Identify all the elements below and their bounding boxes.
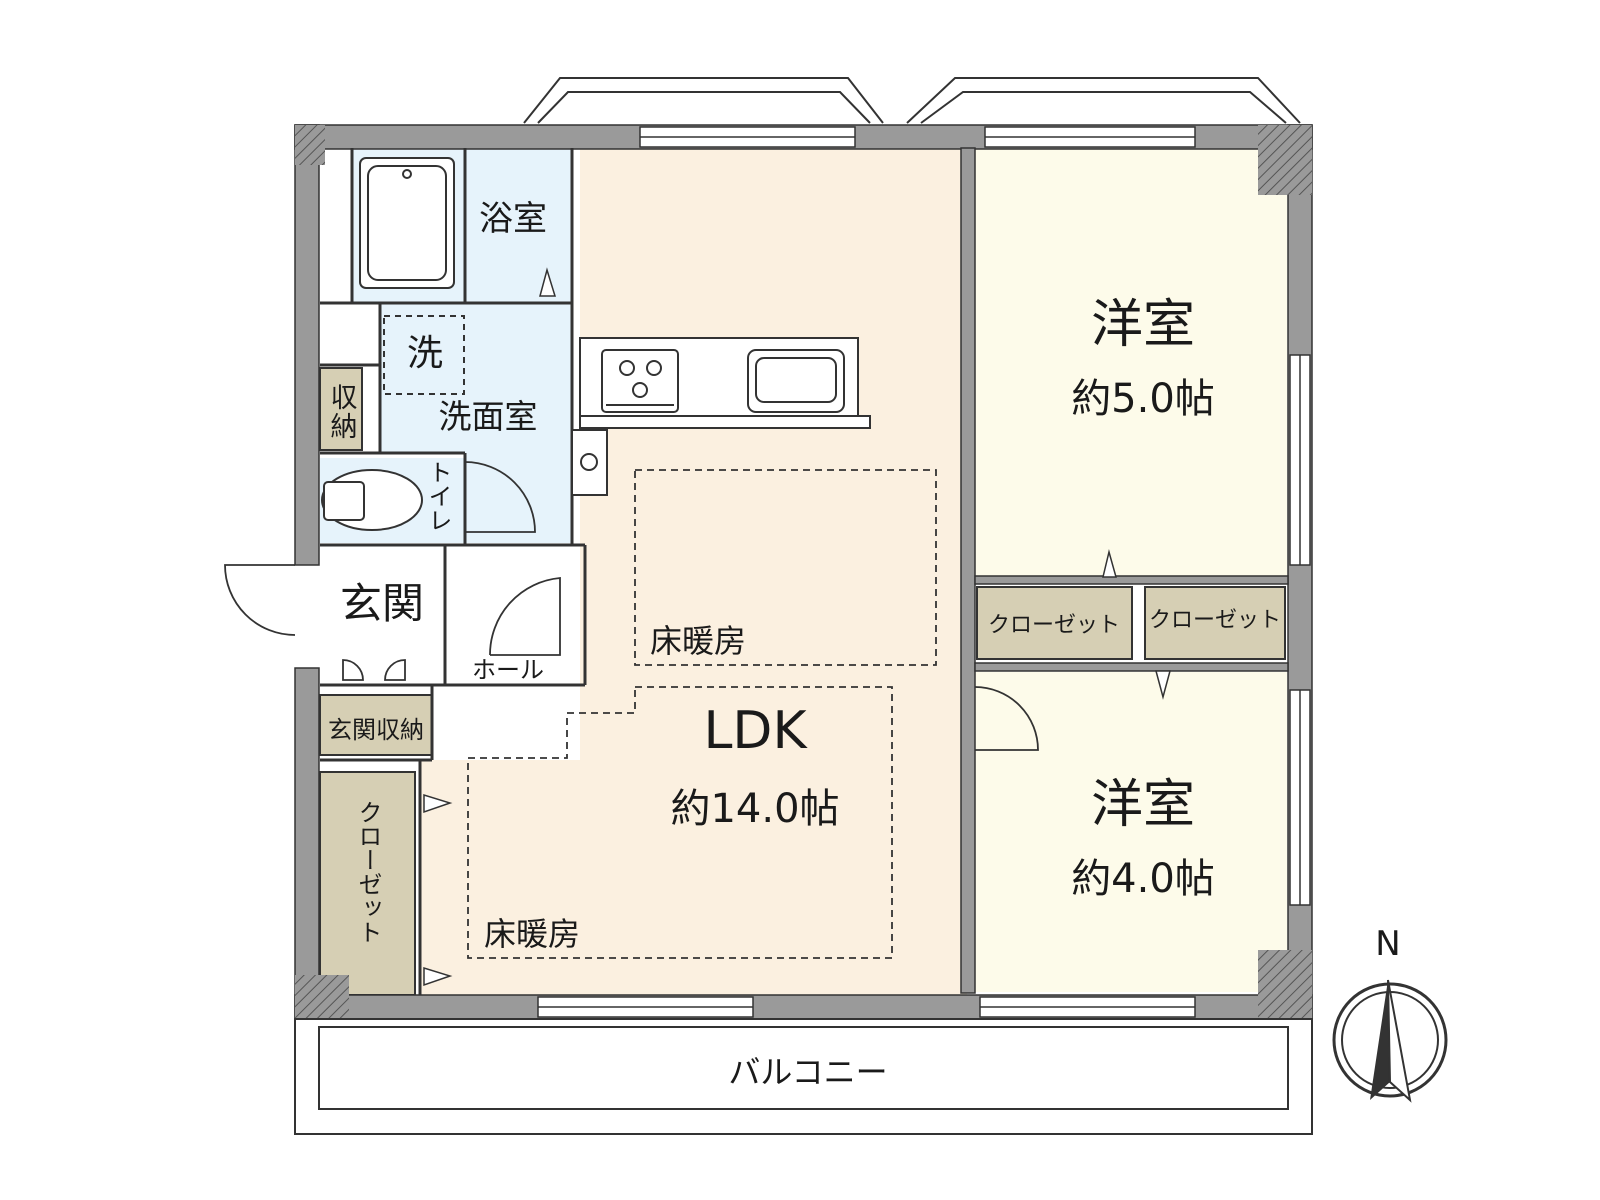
corner-hatch-tr	[1258, 125, 1312, 195]
counter-ledge	[579, 415, 871, 429]
label-western-room-2: 洋室	[1091, 775, 1195, 835]
label-floor-heating-1: 床暖房	[650, 622, 746, 660]
label-ldk-size: 約14.0帖	[670, 786, 839, 832]
compass-north-label: N	[1375, 924, 1400, 964]
label-closet-vertical: クローゼット	[354, 800, 382, 944]
sink-icon	[747, 349, 845, 413]
washroom-floor	[380, 303, 572, 453]
label-closet-a: クローゼット	[988, 613, 1120, 638]
western-room-2-floor	[975, 672, 1287, 992]
toilet-icon	[321, 469, 423, 531]
label-washroom: 洗面室	[439, 397, 538, 436]
stove-icon	[601, 349, 679, 413]
washer-space	[383, 315, 465, 395]
bay-window-left	[523, 77, 884, 124]
balcony-inner	[318, 1026, 1289, 1110]
label-western-room-1-size: 約5.0帖	[1071, 376, 1215, 422]
window-sash-lines	[538, 136, 1301, 1008]
corner-hatch-bl	[295, 975, 349, 1019]
label-balcony: バルコニー	[728, 1053, 887, 1091]
label-western-room-1: 洋室	[1091, 295, 1195, 355]
label-entrance: 玄関	[340, 579, 424, 628]
western-room-1-floor	[975, 148, 1287, 576]
bathtub-icon	[359, 157, 455, 289]
entrance-storage-block	[319, 694, 433, 756]
closet-a-block	[976, 586, 1133, 660]
storage-small	[319, 367, 363, 451]
label-ldk: LDK	[703, 701, 808, 761]
label-floor-heating-2: 床暖房	[484, 915, 580, 953]
label-western-room-2-size: 約4.0帖	[1071, 856, 1215, 902]
washroom-lower-floor	[465, 453, 572, 543]
floor-heating-zone-2	[467, 686, 893, 959]
door-arrows	[423, 267, 1171, 987]
ldk-lower-floor	[420, 675, 967, 995]
label-storage: 収納	[326, 383, 358, 441]
label-washer: 洗	[407, 333, 443, 374]
label-bath: 浴室	[479, 199, 547, 239]
label-closet-b: クローゼット	[1149, 608, 1281, 633]
closet-b-block	[1144, 586, 1286, 660]
corner-hatch-tl	[295, 125, 325, 165]
closet-vertical-block	[319, 771, 416, 996]
corner-hatch-br	[1258, 950, 1312, 1019]
label-entrance-storage: 玄関収納	[328, 716, 424, 744]
label-hall: ホール	[472, 656, 544, 684]
compass-rose	[1332, 979, 1448, 1103]
label-toilet: トイレ	[424, 460, 452, 532]
refrigerator-icon	[571, 429, 608, 496]
bay-window-right	[906, 77, 1301, 124]
floor-heating-zone-1	[634, 469, 937, 666]
door-swings	[224, 461, 1039, 751]
